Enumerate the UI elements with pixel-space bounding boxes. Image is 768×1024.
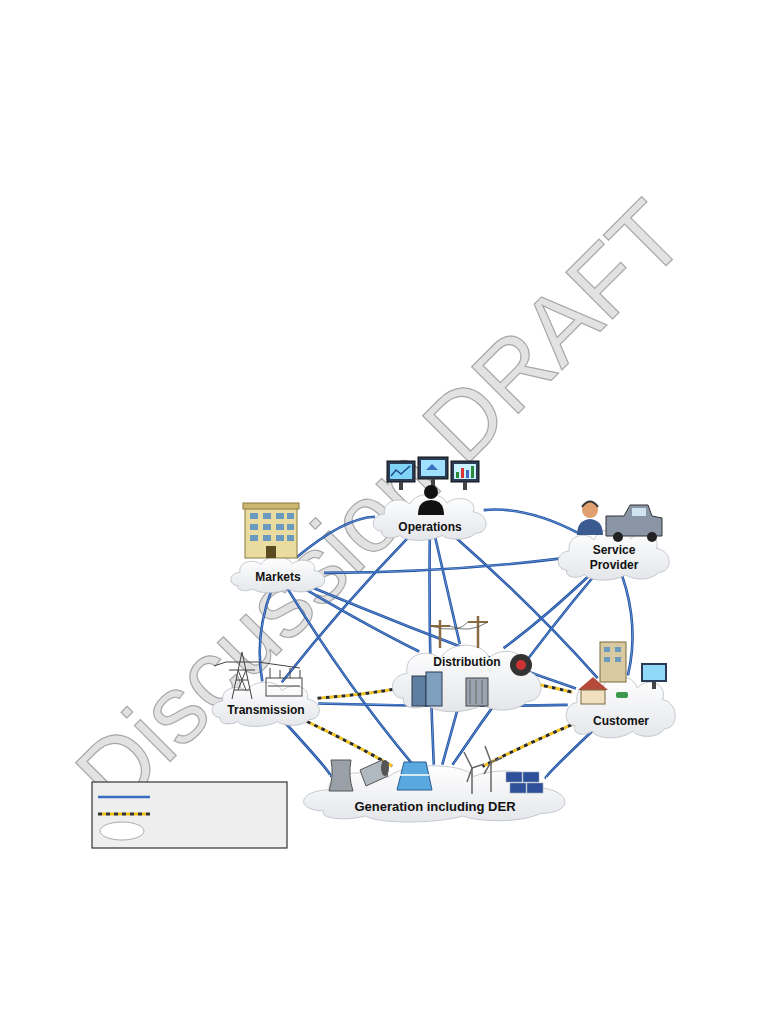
line-highlight [302,587,419,651]
customer-icon [578,642,667,704]
transmission-icon [214,652,302,699]
line-edge [622,576,632,676]
domain-label: Service Provider [573,543,655,573]
communication-line [442,706,458,765]
power-flow-line [536,684,572,692]
service-provider-icon [577,502,662,543]
power-flow-line [318,688,401,698]
domain-cloud: Customer [563,668,679,740]
dash-yellow [483,722,579,767]
dash-yellow [318,688,401,698]
line-highlight [288,589,413,765]
line-highlight [504,574,591,648]
communication-line [260,590,272,682]
legend-frame [92,782,287,848]
legend-cloud-sample [100,822,144,840]
communication-line [288,589,413,765]
communication-line [296,517,375,558]
communication-line [546,729,595,778]
line-highlight [324,558,562,573]
cloud-shape [209,676,323,728]
cloud-shape [563,668,679,740]
line-highlight [546,729,595,778]
line-edge [296,517,375,558]
line-highlight [442,706,458,765]
domain-cloud: Service Provider [555,522,673,582]
dash-dark [483,722,579,767]
domain-label: Transmission [227,703,304,718]
domain-label: Markets [255,570,300,585]
legend-dash-sample [98,813,150,816]
legend-dash-sample [98,813,150,816]
line-edge [302,587,419,651]
line-highlight [260,590,272,682]
line-highlight [435,537,460,645]
line-highlight [622,576,632,676]
line-edge [435,537,460,645]
domain-cloud: Markets [228,552,328,594]
cloud-shape [296,758,574,824]
dash-dark [300,718,393,766]
domain-label: Operations [398,520,461,535]
domain-cloud: Operations [370,488,490,542]
communication-line [324,558,562,573]
line-highlight [296,517,375,558]
generation-icon [329,746,543,794]
markets-icon [243,503,299,558]
communication-line [435,537,460,645]
dash-dark [536,684,572,692]
communication-line [302,587,419,651]
dash-dark [318,688,401,698]
line-edge [324,558,562,573]
communication-line [484,510,580,534]
power-flow-line [300,718,393,766]
domain-label: Customer [593,714,649,729]
line-edge [442,706,458,765]
cloud-shape [388,636,546,714]
domain-label: Generation including DER [354,799,515,814]
power-flow-line [483,722,579,767]
line-edge [546,729,595,778]
line-edge [260,590,272,682]
domain-cloud: Distribution [388,636,546,714]
line-edge [504,574,591,648]
operations-icon [387,457,479,515]
domain-cloud: Generation including DER [296,758,574,824]
dash-yellow [300,718,393,766]
domain-label: Distribution [433,655,500,670]
line-edge [288,589,413,765]
dash-yellow [536,684,572,692]
communication-line [504,574,591,648]
domain-cloud: Transmission [209,676,323,728]
line-highlight [484,510,580,534]
line-edge [484,510,580,534]
legend-line-sample [98,796,150,799]
communication-line [622,576,632,676]
distribution-icon [412,616,532,706]
